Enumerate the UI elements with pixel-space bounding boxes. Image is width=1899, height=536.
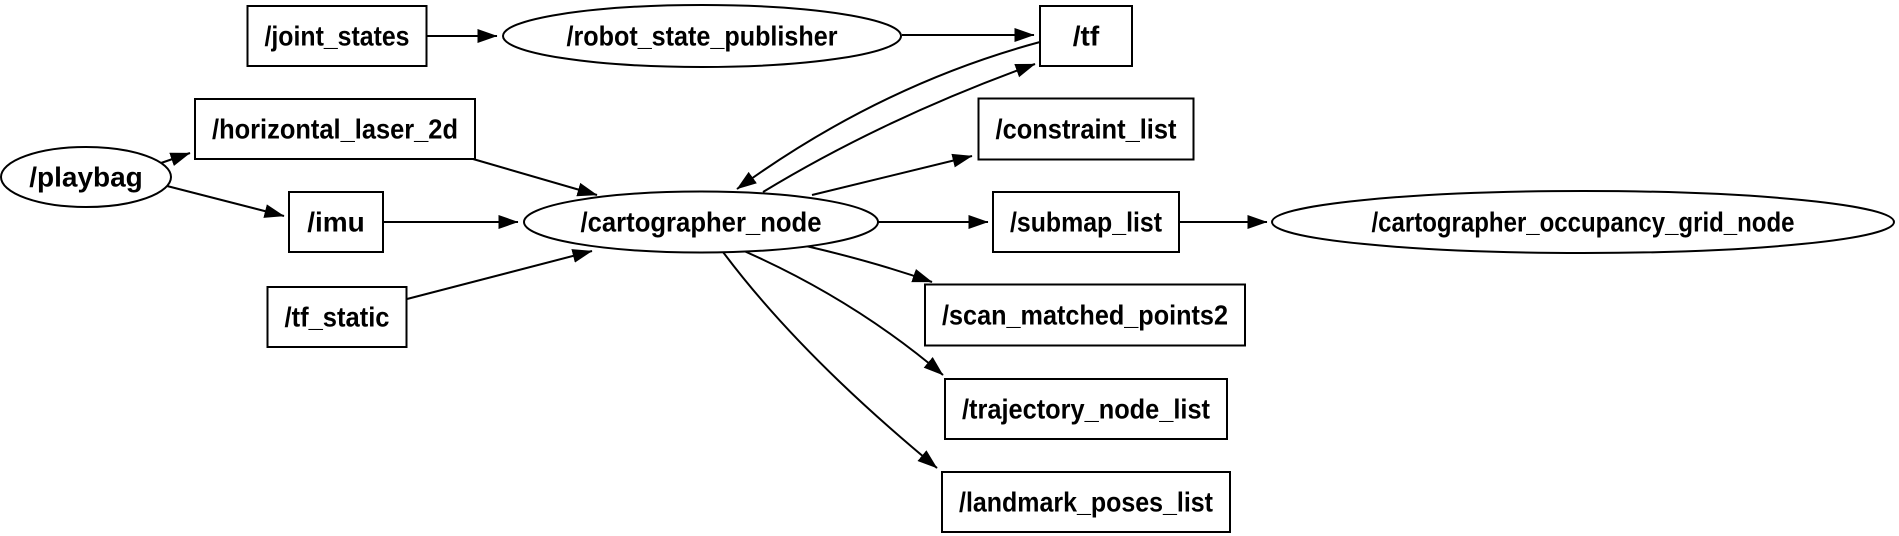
node-scan_matched_points2: /scan_matched_points2 — [924, 283, 1246, 347]
horizontal_laser_2d-label: /horizontal_laser_2d — [212, 114, 458, 145]
edge-cartographer_node-to-scan_matched_points2 — [805, 245, 933, 283]
node-cartographer_occupancy_grid_node: /cartographer_occupancy_grid_node — [1271, 190, 1895, 254]
imu-label: /imu — [307, 207, 365, 238]
joint_states-label: /joint_states — [265, 21, 410, 52]
node-imu: /imu — [288, 191, 384, 253]
edge-playbag-to-imu — [166, 185, 285, 218]
tf-box — [1039, 5, 1133, 67]
constraint_list-label: /constraint_list — [996, 114, 1177, 145]
edge-cartographer_node-to-constraint_list — [811, 153, 973, 196]
scan_matched_points2-box — [924, 283, 1246, 347]
submap_list-box — [992, 191, 1180, 253]
node-landmark_poses_list: /landmark_poses_list — [941, 471, 1231, 533]
joint_states-box — [246, 5, 428, 67]
node-horizontal_laser_2d: /horizontal_laser_2d — [194, 98, 476, 160]
landmark_poses_list-label: /landmark_poses_list — [959, 487, 1213, 518]
scan_matched_points2-label: /scan_matched_points2 — [942, 300, 1228, 331]
node-tf_static: /tf_static — [266, 286, 408, 348]
cartographer_occupancy_grid_node-ellipse — [1271, 190, 1895, 254]
constraint_list-box — [977, 97, 1195, 161]
cartographer_node-ellipse — [523, 190, 879, 254]
tf_static-box — [266, 286, 408, 348]
node-tf: /tf — [1039, 5, 1133, 67]
edges-layer — [160, 28, 1268, 469]
nodes-layer: /playbag/joint_states/robot_state_publis… — [0, 4, 1895, 533]
horizontal_laser_2d-box — [194, 98, 476, 160]
cartographer_occupancy_grid_node-label: /cartographer_occupancy_grid_node — [1372, 207, 1795, 238]
tf_static-label: /tf_static — [285, 302, 390, 333]
trajectory_node_list-box — [944, 378, 1228, 440]
edge-horizontal_laser_2d-to-cartographer_node — [472, 158, 598, 197]
node-submap_list: /submap_list — [992, 191, 1180, 253]
cartographer_node-label: /cartographer_node — [581, 207, 822, 238]
playbag-ellipse — [0, 146, 172, 208]
node-trajectory_node_list: /trajectory_node_list — [944, 378, 1228, 440]
edge-cartographer_node-to-trajectory_node_list — [743, 250, 944, 376]
edge-playbag-to-horizontal_laser_2d — [160, 152, 191, 166]
robot_state_publisher-label: /robot_state_publisher — [567, 21, 838, 52]
node-robot_state_publisher: /robot_state_publisher — [502, 4, 902, 68]
edge-tf-to-cartographer_node — [736, 41, 1041, 190]
submap_list-label: /submap_list — [1010, 207, 1162, 238]
edge-cartographer_node-to-landmark_poses_list — [722, 251, 938, 469]
playbag-label: /playbag — [29, 162, 143, 193]
robot_state_publisher-ellipse — [502, 4, 902, 68]
imu-box — [288, 191, 384, 253]
node-joint_states: /joint_states — [246, 5, 428, 67]
node-playbag: /playbag — [0, 146, 172, 208]
node-cartographer_node: /cartographer_node — [523, 190, 879, 254]
trajectory_node_list-label: /trajectory_node_list — [962, 394, 1210, 425]
node-constraint_list: /constraint_list — [977, 97, 1195, 161]
tf-label: /tf — [1073, 21, 1100, 52]
landmark_poses_list-box — [941, 471, 1231, 533]
edge-tf_static-to-cartographer_node — [406, 249, 593, 300]
edge-cartographer_node-to-tf — [762, 63, 1036, 193]
